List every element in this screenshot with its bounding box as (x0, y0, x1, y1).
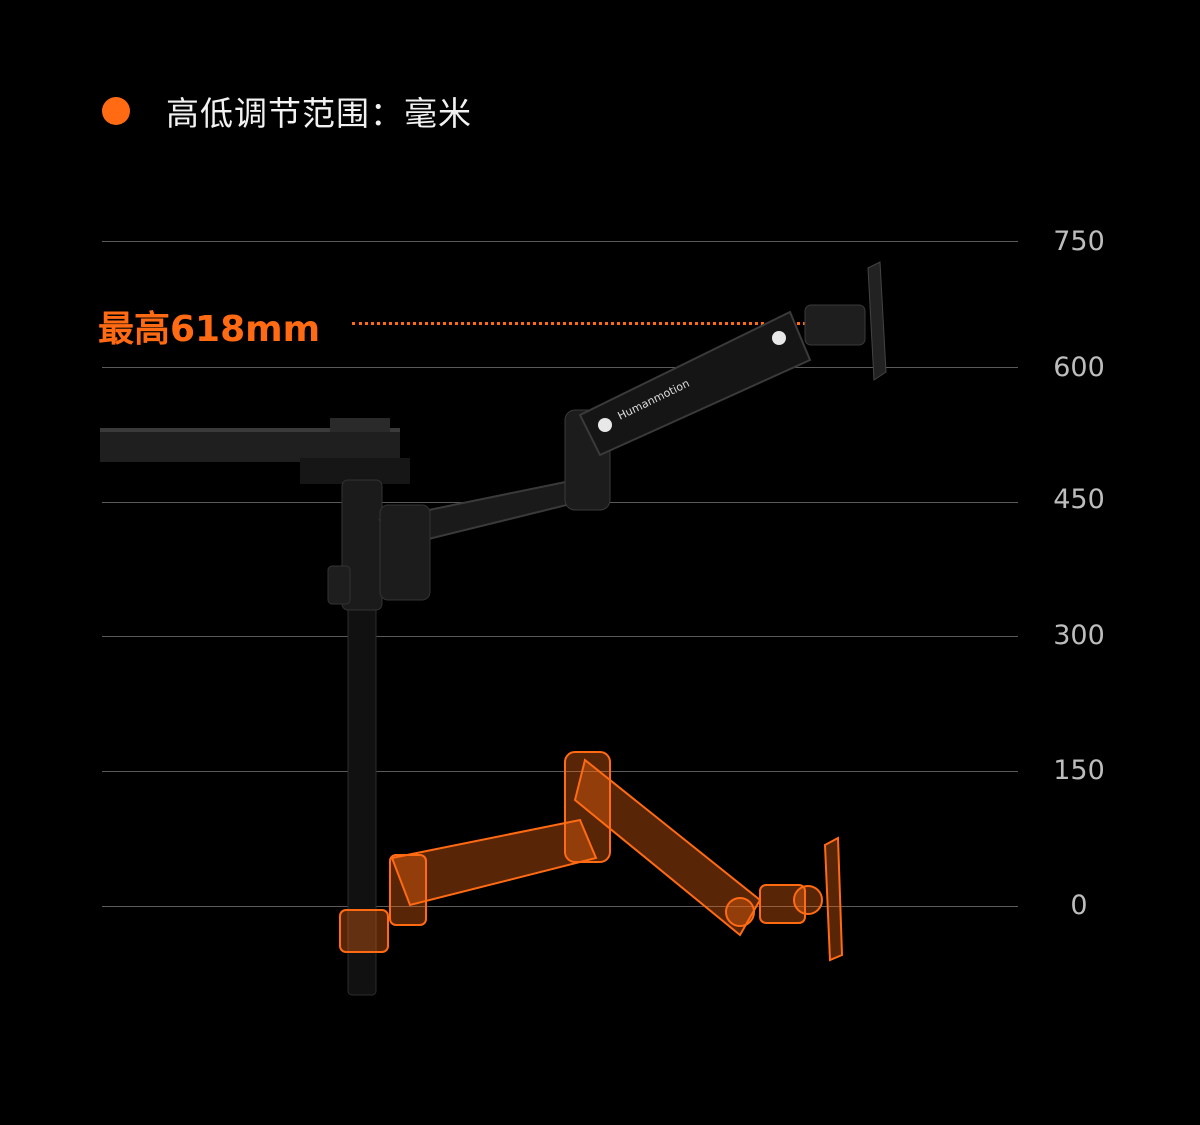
tick-label: 750 (1053, 226, 1105, 257)
tick-label: 450 (1053, 484, 1105, 515)
desk (100, 418, 410, 484)
arm-lowered (339, 751, 844, 962)
grid-line-750 (102, 241, 1018, 242)
grid-line-300 (102, 636, 1018, 637)
header: 高低调节范围：毫米 (102, 86, 472, 136)
max-height-dotted-line (352, 322, 860, 325)
grid-line-600 (102, 367, 1018, 368)
mounting-pole (327, 479, 383, 996)
tick-label: 300 (1053, 620, 1105, 651)
tick-label: 600 (1053, 352, 1105, 383)
max-height-label: 最高618mm (98, 309, 321, 350)
grid-line-150 (102, 771, 1018, 772)
tick-label: 0 (1070, 890, 1088, 921)
orange-bullet-icon (102, 97, 130, 125)
page-title: 高低调节范围：毫米 (166, 94, 472, 133)
grid-line-0 (102, 906, 1018, 907)
tick-label: 150 (1053, 755, 1105, 786)
arm-raised: Humanmotion (378, 261, 887, 601)
